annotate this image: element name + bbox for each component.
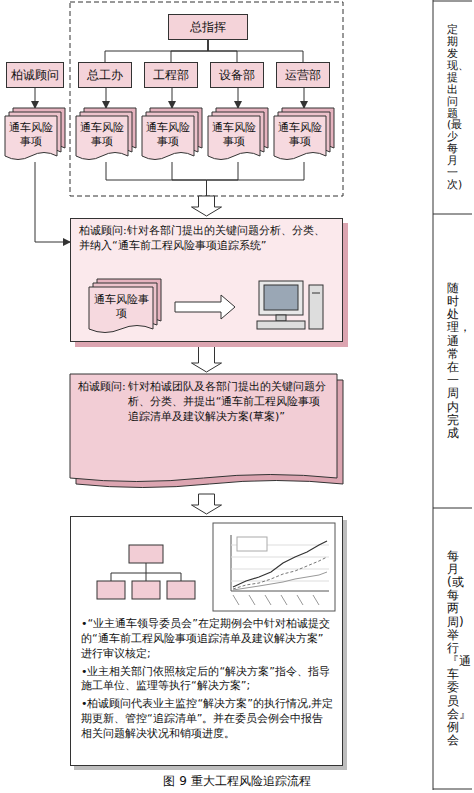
document-stack: 通车风险事项 bbox=[208, 108, 268, 162]
connector bbox=[172, 88, 173, 108]
document-label: 通车风险事项 bbox=[5, 116, 57, 154]
process-box: 总指挥 bbox=[168, 14, 248, 40]
process-box: 柏诚顾问 bbox=[6, 62, 64, 88]
box-label: 工程部 bbox=[153, 67, 189, 84]
connector bbox=[207, 162, 239, 196]
text-block: 柏诚顾问:针对各部门提出的关键问题分析、分类、并纳入“通车前工程风险事项追踪系统… bbox=[71, 219, 342, 259]
connector bbox=[35, 88, 36, 108]
document-label: 通车风险事项 bbox=[208, 116, 260, 154]
chart-illustration bbox=[71, 517, 344, 617]
box-label: 设备部 bbox=[219, 67, 255, 84]
connector bbox=[35, 162, 70, 242]
timeline-tick bbox=[433, 1, 472, 2]
process-panel: 柏诚顾问:针对各部门提出的关键问题分析、分类、并纳入“通车前工程风险事项追踪系统… bbox=[70, 218, 343, 342]
process-box: 设备部 bbox=[210, 62, 264, 88]
document-label: 通车风险事项 bbox=[142, 116, 194, 154]
timeline-tick bbox=[433, 789, 472, 790]
panel-heading: 柏诚顾问: bbox=[78, 380, 126, 425]
process-box: 运营部 bbox=[276, 62, 330, 88]
timeline-note: 每月(或每两周)举行『通车委员会』例会 bbox=[447, 550, 459, 748]
connector bbox=[106, 162, 207, 196]
document-label: 通车风险事项 bbox=[274, 116, 326, 154]
panel-body: 针对柏诚团队及各部门提出的关键问题分析、分类、并提出“通车前工程风险事项追踪清单… bbox=[128, 380, 329, 425]
timeline-note: 定期发现、提出问题(最少每月一次) bbox=[447, 24, 458, 190]
bullet-item: •柏诚顾问代表业主监控“解决方案”的执行情况,并定期更新、管控“追踪清单”。并在… bbox=[81, 697, 334, 742]
connector bbox=[105, 40, 208, 62]
box-label: 总工办 bbox=[87, 67, 123, 84]
timeline-tick bbox=[433, 214, 472, 215]
connector bbox=[106, 88, 107, 108]
process-panel: 柏诚顾问:针对柏诚团队及各部门提出的关键问题分析、分类、并提出“通车前工程风险事… bbox=[70, 374, 343, 490]
hollow-arrow bbox=[192, 494, 222, 514]
document-stack: 通车风险事项 bbox=[76, 108, 136, 162]
timeline-line bbox=[433, 0, 434, 790]
dashed-group-border bbox=[70, 2, 343, 196]
process-box: 工程部 bbox=[144, 62, 198, 88]
process-panel: •“业主通车领导委员会”在定期例会中针对柏诚提交的“通车前工程风险事项追踪清单及… bbox=[70, 516, 343, 766]
panel-heading: 柏诚顾问: bbox=[79, 224, 127, 237]
box-label: 运营部 bbox=[285, 67, 321, 84]
connector bbox=[207, 162, 305, 196]
document-label: 通车风险事项 bbox=[76, 116, 128, 154]
document-stack: 通车风险事项 bbox=[274, 108, 334, 162]
box-label: 总指挥 bbox=[190, 19, 226, 36]
bullet-item: •业主相关部门依照核定后的“解决方案”指令、指导施工单位、监理等执行“解决方案”… bbox=[81, 665, 334, 695]
text-block: •“业主通车领导委员会”在定期例会中针对柏诚提交的“通车前工程风险事项追踪清单及… bbox=[71, 617, 342, 751]
document-stack: 通车风险事项 bbox=[142, 108, 202, 162]
connector bbox=[172, 162, 207, 196]
bullet-item: •“业主通车领导委员会”在定期例会中针对柏诚提交的“通车前工程风险事项追踪清单及… bbox=[81, 617, 334, 662]
text-block: 柏诚顾问:针对柏诚团队及各部门提出的关键问题分析、分类、并提出“通车前工程风险事… bbox=[70, 374, 337, 431]
timeline-note: 随时处理，通常在一周内完成 bbox=[447, 282, 459, 440]
hollow-arrow bbox=[192, 196, 222, 216]
process-box: 总工办 bbox=[78, 62, 132, 88]
connector bbox=[208, 40, 303, 62]
box-label: 柏诚顾问 bbox=[11, 67, 59, 84]
figure-caption: 图 9 重大工程风险追踪流程 bbox=[0, 773, 474, 790]
connector bbox=[171, 40, 208, 62]
document-label: 通车风险事项 bbox=[89, 287, 153, 327]
document-stack: 通车风险事项 bbox=[89, 279, 161, 335]
connector bbox=[304, 88, 305, 108]
timeline-tick bbox=[433, 508, 472, 509]
document-stack: 通车风险事项 bbox=[5, 108, 65, 162]
connector bbox=[238, 88, 239, 108]
hollow-arrow bbox=[192, 346, 222, 372]
